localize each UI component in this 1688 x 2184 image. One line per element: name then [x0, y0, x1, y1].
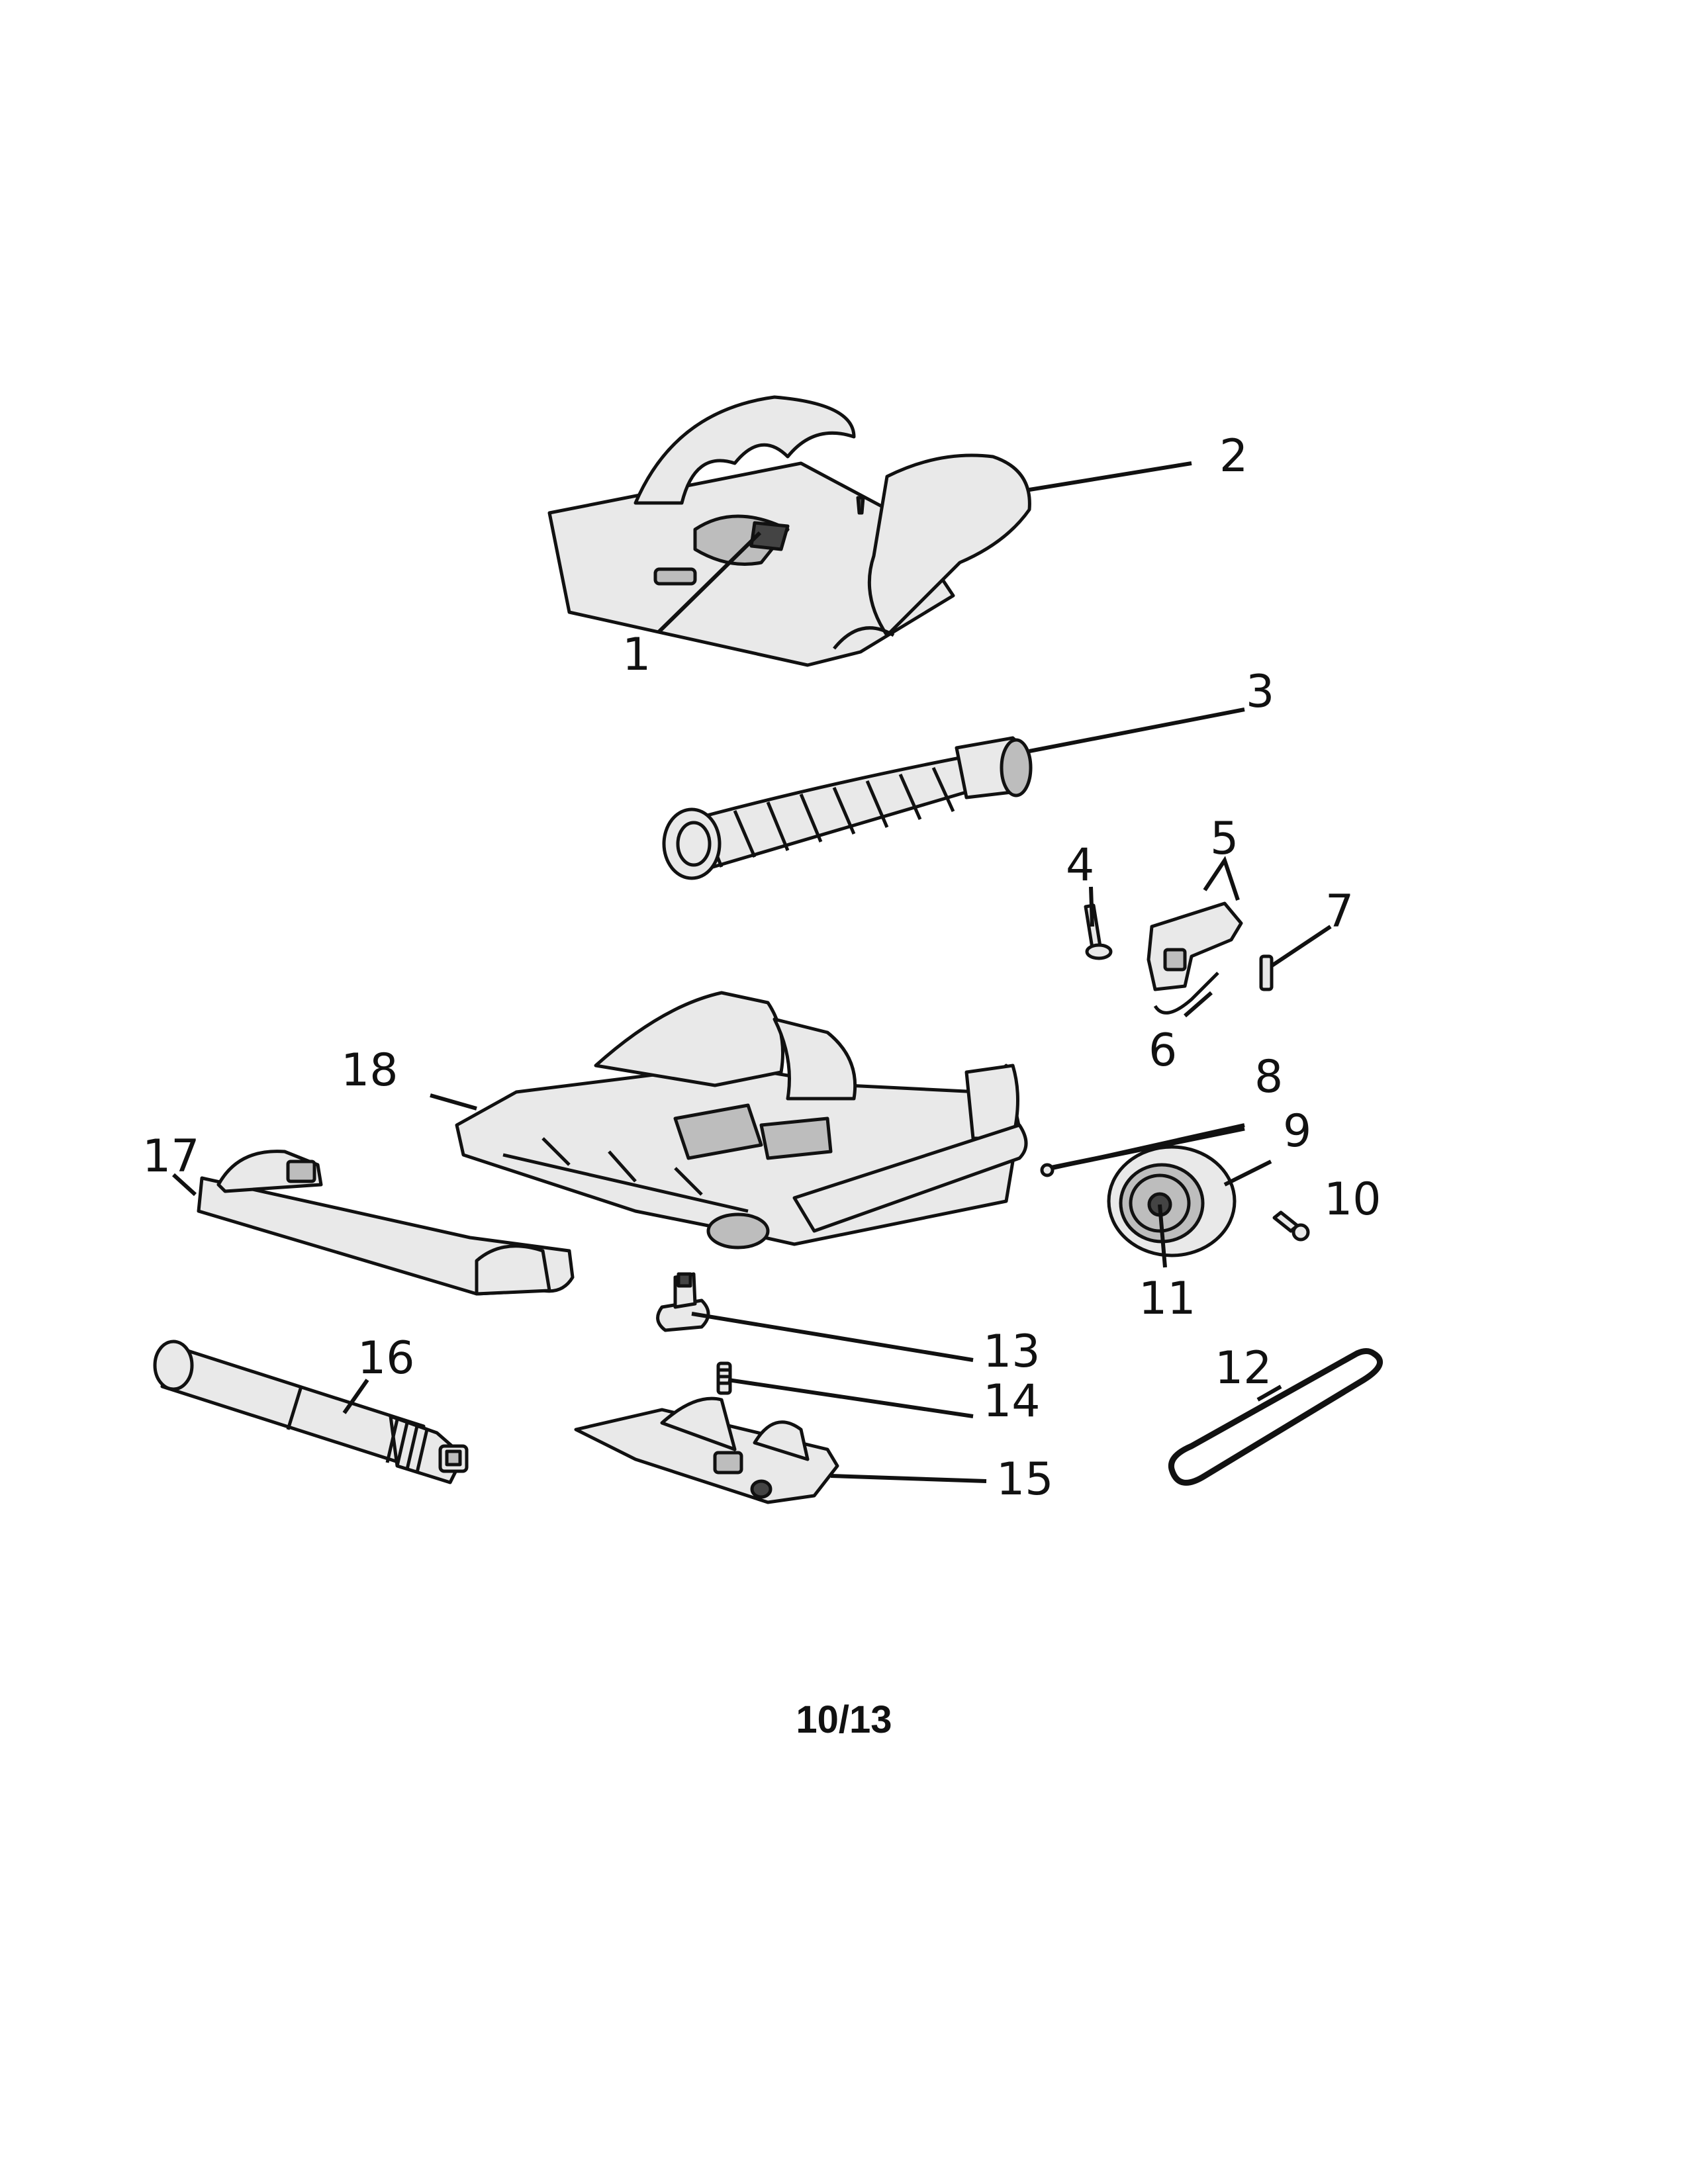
part-spring — [716, 1361, 732, 1395]
callout-14: 14 — [983, 1375, 1041, 1428]
callout-4: 4 — [1066, 839, 1094, 891]
callout-5: 5 — [1210, 813, 1239, 865]
leader-13 — [691, 1312, 974, 1362]
part-brushroll — [153, 1340, 469, 1484]
part-screw-small — [1084, 903, 1113, 960]
part-base-housing — [455, 991, 1028, 1250]
part-belt — [1168, 1348, 1383, 1486]
part-front-bumper — [197, 1150, 575, 1296]
callout-6: 6 — [1149, 1024, 1177, 1077]
leader-2 — [1029, 461, 1192, 492]
callout-10: 10 — [1324, 1173, 1382, 1226]
leader-15 — [830, 1474, 987, 1483]
callout-numbers: 1 2 3 4 5 6 7 8 9 10 11 12 13 14 15 16 1… — [142, 430, 1382, 1506]
leader-lines — [171, 461, 1332, 1483]
callout-12: 12 — [1215, 1342, 1272, 1394]
callout-15: 15 — [996, 1453, 1054, 1506]
callout-3: 3 — [1246, 666, 1274, 718]
leader-16 — [342, 1379, 369, 1414]
part-bottom-plate — [574, 1396, 839, 1504]
callout-7: 7 — [1325, 886, 1354, 938]
part-pin — [1259, 954, 1274, 991]
callout-18: 18 — [341, 1044, 399, 1097]
leader-11 — [1158, 1204, 1167, 1268]
leader-12 — [1256, 1385, 1282, 1402]
leader-17 — [171, 1173, 197, 1197]
leader-18 — [430, 1093, 477, 1111]
callout-9: 9 — [1283, 1105, 1311, 1158]
callout-2: 2 — [1219, 430, 1248, 482]
callout-1: 1 — [622, 629, 651, 681]
leader-5 — [1203, 856, 1240, 901]
part-wheel-screw — [1272, 1210, 1310, 1242]
part-wheel — [1107, 1145, 1237, 1257]
callout-8: 8 — [1254, 1051, 1283, 1103]
leader-4 — [1089, 886, 1094, 927]
leader-7 — [1270, 925, 1332, 968]
part-end-cap — [656, 1272, 710, 1332]
leader-14 — [727, 1378, 974, 1418]
callout-17: 17 — [142, 1130, 200, 1183]
callout-11: 11 — [1139, 1273, 1196, 1325]
callout-13: 13 — [983, 1326, 1041, 1378]
leader-3 — [1029, 707, 1245, 753]
page-number: 10/13 — [796, 1698, 892, 1741]
leader-1 — [657, 531, 762, 634]
leader-9 — [1223, 1160, 1272, 1187]
leader-6 — [1184, 991, 1213, 1018]
part-spring-wire — [1153, 972, 1219, 1015]
part-hood-cover — [547, 395, 1031, 667]
part-latch-bracket — [1147, 901, 1243, 991]
leader-8 — [1052, 1123, 1245, 1170]
callout-16: 16 — [357, 1332, 415, 1385]
part-hose — [662, 736, 1033, 880]
